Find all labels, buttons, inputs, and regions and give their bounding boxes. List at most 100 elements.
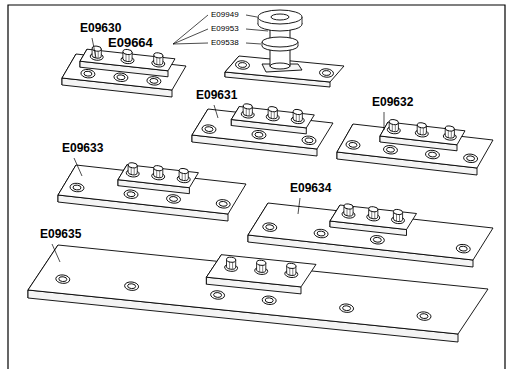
countersunk-hole xyxy=(70,183,85,193)
cap-center xyxy=(271,14,289,20)
bolt-top xyxy=(153,165,163,171)
assembly-number: E09664 xyxy=(108,36,153,51)
countersunk-hole xyxy=(319,68,334,78)
plate xyxy=(58,162,246,221)
countersunk-hole xyxy=(216,199,231,209)
hole-inner xyxy=(305,137,313,143)
countersunk-hole xyxy=(346,140,361,150)
bolt-top xyxy=(417,122,427,128)
countersunk-hole xyxy=(202,124,217,134)
leader-line xyxy=(384,112,385,130)
hole-inner xyxy=(219,201,227,207)
hole-inner xyxy=(386,147,394,153)
countersunk-hole xyxy=(262,222,277,232)
leader-line xyxy=(173,29,208,44)
bolt-top xyxy=(226,257,236,263)
countersunk-hole xyxy=(124,189,139,199)
bolt-top xyxy=(256,260,266,266)
leader-line xyxy=(52,244,60,262)
raised-top xyxy=(206,255,316,287)
countersunk-hole xyxy=(124,281,139,291)
hole-inner xyxy=(342,305,350,311)
plate xyxy=(248,203,493,267)
bolt-top xyxy=(153,52,163,58)
leader-line xyxy=(214,105,218,118)
countersunk-hole xyxy=(114,72,129,82)
cap-top xyxy=(258,10,302,24)
hole-inner xyxy=(127,283,135,289)
plate xyxy=(28,245,488,342)
countersunk-hole xyxy=(262,295,277,305)
raised-top xyxy=(80,49,175,71)
hole-inner xyxy=(459,246,467,252)
countersunk-hole xyxy=(166,194,181,204)
raised-top xyxy=(330,205,417,230)
hole-inner xyxy=(466,155,474,161)
countersunk-hole xyxy=(383,145,398,155)
countersunk-hole xyxy=(417,311,432,321)
bolt-top xyxy=(445,126,455,132)
flange-top xyxy=(262,37,298,47)
countersunk-hole xyxy=(339,303,354,313)
hole-inner xyxy=(150,78,158,84)
plate-top xyxy=(28,245,488,334)
part-number: E09949 xyxy=(211,10,239,19)
bolt-top xyxy=(92,46,102,52)
countersunk-hole xyxy=(235,60,250,70)
plate-top xyxy=(58,165,246,214)
bracket-base xyxy=(262,64,302,72)
part-number: E09631 xyxy=(196,89,237,103)
part-number: E09953 xyxy=(211,24,239,33)
hole-inner xyxy=(265,297,273,303)
countersunk-hole xyxy=(81,69,96,79)
countersunk-hole xyxy=(456,244,471,254)
hole-inner xyxy=(255,132,263,138)
plate xyxy=(337,119,493,175)
countersunk-hole xyxy=(425,150,440,160)
hole-inner xyxy=(266,224,274,230)
bolt-top xyxy=(268,106,278,112)
countersunk-hole xyxy=(302,135,317,145)
leader-line xyxy=(173,15,208,44)
hole-inner xyxy=(169,196,177,202)
countersunk-hole xyxy=(210,290,225,300)
hole-inner xyxy=(117,74,125,80)
raised-top xyxy=(231,107,314,128)
raised-top xyxy=(118,165,198,188)
leader-line xyxy=(74,158,82,176)
bolt-top xyxy=(368,206,378,212)
bolt-top xyxy=(293,109,303,115)
part-number: E09635 xyxy=(40,228,81,242)
hole-inner xyxy=(127,191,135,197)
countersunk-hole xyxy=(252,130,267,140)
plate xyxy=(192,103,333,156)
leader-lines xyxy=(52,15,384,262)
hole-inner xyxy=(420,313,428,319)
leader-line xyxy=(246,29,268,31)
part-number: E09633 xyxy=(62,142,103,156)
post-foot xyxy=(270,63,290,69)
leader-line xyxy=(298,198,300,214)
countersunk-hole xyxy=(314,229,329,239)
hole-inner xyxy=(84,71,92,77)
bolt-top xyxy=(344,204,354,210)
part-number: E09634 xyxy=(290,182,331,196)
part-number: E09538 xyxy=(211,38,239,47)
countersunk-hole xyxy=(55,274,70,284)
bolt-top xyxy=(179,168,189,174)
bolt-top xyxy=(393,209,403,215)
part-number: E09632 xyxy=(372,96,413,110)
part-number: E09630 xyxy=(80,22,121,36)
bolt-top xyxy=(243,103,253,109)
clamp-assembly xyxy=(258,10,302,72)
plate-top xyxy=(248,203,493,260)
leader-line xyxy=(246,15,257,17)
countersunk-hole xyxy=(463,153,478,163)
countersunk-hole xyxy=(147,76,162,86)
leader-line xyxy=(173,43,208,44)
bolt-top xyxy=(389,119,399,125)
hole-inner xyxy=(73,185,81,191)
frame xyxy=(8,5,505,369)
